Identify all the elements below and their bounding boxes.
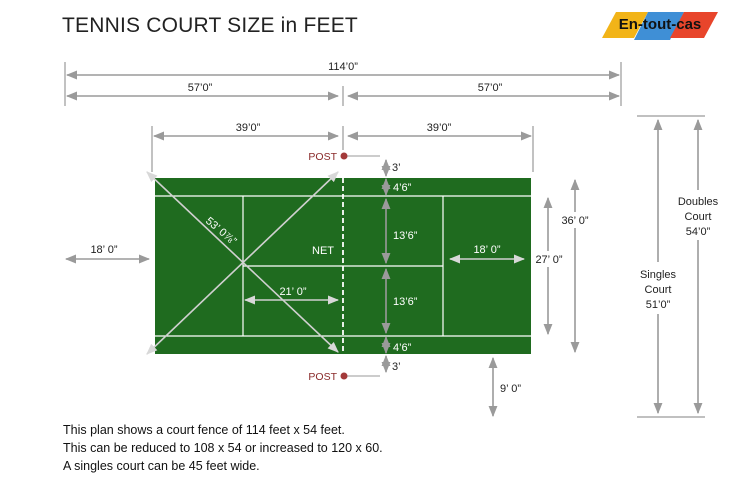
side-runoff-label: 9’ 0” [500,383,521,395]
note-line-1: This plan shows a court fence of 114 fee… [63,423,345,437]
gap-top-label: 3’ [392,162,401,174]
post-top-marker [340,152,348,160]
total-length-label: 114’0” [328,61,358,73]
doubles-court-label-3: 54’0” [686,226,711,238]
court-half-right-label: 39’0” [427,122,452,134]
logo-blue-shape [634,12,684,40]
post-bottom-label: POST [308,371,337,383]
doubles-court-label-2: Court [685,211,712,223]
note-line-2: This can be reduced to 108 x 54 or incre… [63,441,383,455]
diagonal-arrow-2 [146,171,339,355]
singles-court-label-3: 51’0” [646,299,671,311]
alley-bottom-label: 4’6” [393,342,412,354]
logo-yellow-shape [602,12,648,38]
singles-court-label-1: Singles [640,269,677,281]
alley-top-label: 4’6” [393,182,412,194]
logo: En-tout-cas [602,12,718,40]
doubles-court-label-1: Doubles [678,196,719,208]
logo-red-shape [670,12,718,38]
service-line-length-label: 18’ 0” [473,244,500,256]
half-right-label: 57’0” [478,82,503,94]
page-title: TENNIS COURT SIZE in FEET [62,14,358,37]
doubles-width-label-bg [557,212,593,228]
doubles-width-label: 36’ 0” [561,215,588,227]
service-box-bottom-label: 13’6” [393,296,418,308]
court-half-left-label: 39’0” [236,122,261,134]
singles-court-label-bg [633,262,683,314]
post-top-label: POST [308,151,337,163]
singles-court-label-2: Court [645,284,672,296]
singles-width-label: 27’ 0” [535,254,562,266]
net-label: NET [312,245,334,257]
note-line-3: A singles court can be 45 feet wide. [63,459,260,473]
service-box-top-label: 13’6” [393,230,418,242]
tennis-court: NET 53’ 0⅞” 21’ 0” 13’6” 13’6” 4’6” 4’6”… [146,170,531,362]
logo-text: En-tout-cas [619,16,702,33]
gap-bottom-label: 3’ [392,361,401,373]
post-bottom-marker [340,372,348,380]
notes: This plan shows a court fence of 114 fee… [63,421,383,475]
half-left-label: 57’0” [188,82,213,94]
runback-label: 18’ 0” [90,244,117,256]
service-distance-label: 21’ 0” [279,286,306,298]
singles-width-label-bg [531,251,567,267]
doubles-court-label-bg [672,190,724,240]
